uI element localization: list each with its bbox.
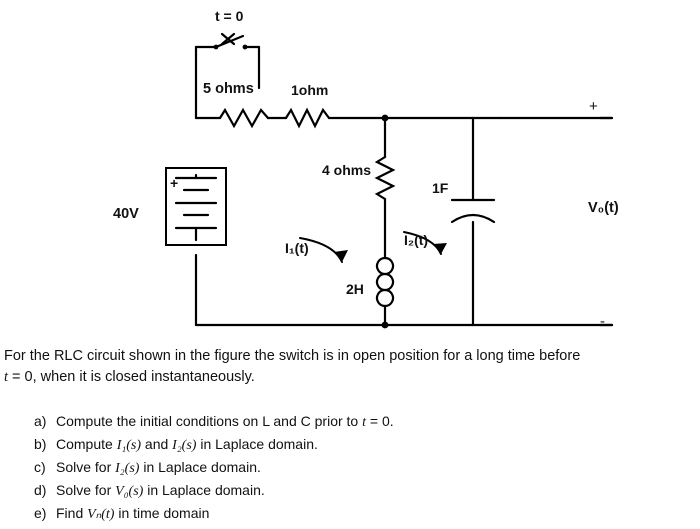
current-arrow-i1-head: [334, 250, 348, 262]
question-math-b2: I₂(s): [172, 438, 197, 453]
question-text-c: Solve for I₂(s) in Laplace domain.: [56, 459, 261, 476]
worksheet-page: t = 0 5 ohms 1ohm 4 ohms 1F 2H 40V + I₁(…: [4, 8, 696, 522]
source-box: [165, 167, 227, 246]
resistor-1ohm-symbol: [284, 107, 331, 129]
current-arrow-i2-head: [433, 243, 447, 254]
question-item-c: c) Solve for I₂(s) in Laplace domain.: [34, 460, 694, 476]
circuit-schematic-svg: [165, 32, 614, 329]
question-text-e: Find Vₙ(t) in time domain: [56, 505, 210, 522]
switch-node-right: [242, 44, 248, 50]
current-i2-label: I₂(t): [404, 232, 429, 248]
switch-time-label: t = 0: [215, 8, 244, 24]
question-math-b1: I₁(s): [116, 438, 142, 453]
source-plus-sign: +: [170, 175, 179, 191]
question-list: a) Compute the initial conditions on L a…: [34, 414, 694, 529]
question-key-d: d): [34, 482, 47, 498]
question-item-a: a) Compute the initial conditions on L a…: [34, 414, 694, 430]
question-text-a: Compute the initial conditions on L and …: [56, 413, 394, 430]
question-math-c: I₂(s): [115, 461, 140, 476]
capacitor-1f-label: 1F: [432, 180, 449, 196]
question-key-c: c): [34, 459, 46, 475]
problem-statement-t: t: [4, 369, 9, 386]
inductor-2h-label: 2H: [346, 281, 364, 297]
problem-statement: For the RLC circuit shown in the figure …: [4, 346, 696, 388]
resistor-5ohm-symbol: [218, 107, 270, 129]
problem-statement-line1: For the RLC circuit shown in the figure …: [4, 348, 581, 364]
question-text-d: Solve for V₀(s) in Laplace domain.: [56, 482, 265, 499]
resistor-4ohm-symbol: [374, 155, 396, 201]
source-voltage-label: 40V: [113, 206, 139, 222]
resistor-4ohm-label: 4 ohms: [322, 162, 372, 178]
problem-statement-line2: = 0, when it is closed instantaneously.: [8, 369, 255, 386]
question-math-a: t: [362, 415, 366, 430]
resistor-5ohm-label: 5 ohms: [203, 81, 254, 97]
resistor-1ohm-label: 1ohm: [291, 82, 329, 98]
output-plus-terminal: +: [589, 98, 598, 115]
question-text-b: Compute I₁(s) and I₂(s) in Laplace domai…: [56, 436, 318, 453]
question-item-d: d) Solve for V₀(s) in Laplace domain.: [34, 483, 694, 499]
question-math-d: V₀(s): [115, 484, 144, 499]
circuit-diagram: t = 0 5 ohms 1ohm 4 ohms 1F 2H 40V + I₁(…: [113, 8, 619, 330]
question-item-e: e) Find Vₙ(t) in time domain: [34, 506, 694, 522]
switch-node-left: [213, 44, 219, 50]
output-minus-terminal: -: [600, 313, 605, 330]
question-key-a: a): [34, 413, 47, 429]
capacitor-plate-bottom: [450, 213, 496, 224]
question-key-e: e): [34, 505, 47, 521]
switch-cross-2: [220, 32, 236, 46]
current-i1-label: I₁(t): [285, 240, 309, 256]
inductor-2h-symbol: [375, 256, 395, 308]
output-voltage-label: V₀(t): [588, 200, 619, 216]
question-item-b: b) Compute I₁(s) and I₂(s) in Laplace do…: [34, 437, 694, 453]
question-key-b: b): [34, 436, 47, 452]
